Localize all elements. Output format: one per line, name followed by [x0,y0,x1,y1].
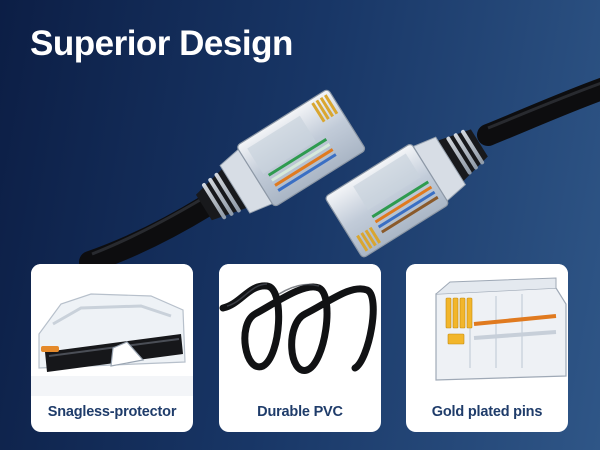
rj45-connector-left [195,89,366,221]
feature-card-pvc: Durable PVC [219,264,381,432]
feature-label: Gold plated pins [431,404,543,420]
gold-pins-connector-image [406,264,568,396]
headline: Superior Design [30,24,293,63]
feature-label: Snagless-protector [47,404,177,420]
snagless-boot-closeup-image [31,264,193,396]
rj45-connector-right [325,129,488,258]
feature-label: Durable PVC [257,404,343,420]
feature-card-snagless: Snagless-protector [31,264,193,432]
cable-left [79,195,217,273]
feature-card-gold-pins: Gold plated pins [406,264,568,432]
cable-right [477,77,600,146]
coiled-black-cable-image [219,264,381,396]
